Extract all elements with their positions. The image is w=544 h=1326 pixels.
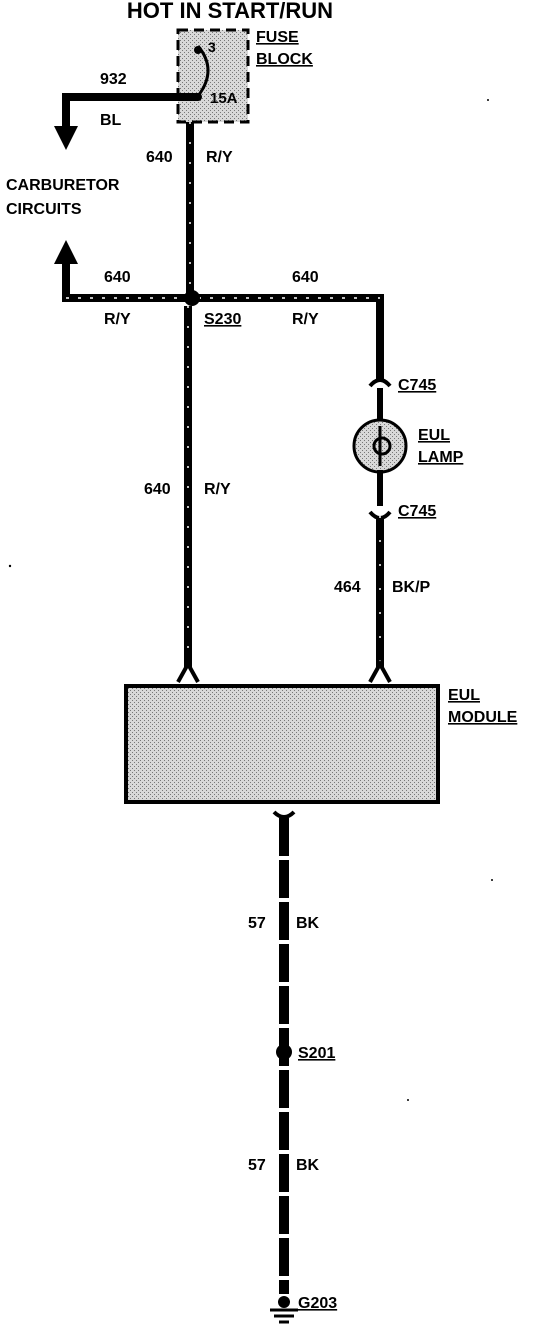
bulb-filament-icon	[372, 436, 392, 456]
connector-pin-icon	[176, 659, 200, 683]
eul-lamp	[352, 418, 408, 474]
wire-932	[54, 93, 198, 150]
wire-932-color: BL	[100, 112, 122, 129]
eul-lamp-label-line1: EUL	[418, 427, 450, 444]
eul-module-label-line1: EUL	[448, 687, 480, 704]
wire-57-upper-number: 57	[248, 915, 266, 932]
splice-s201-label: S201	[298, 1045, 335, 1062]
wire-464	[368, 516, 392, 683]
connector-c745-bottom-label: C745	[398, 503, 436, 520]
splice-s201-dot	[276, 1044, 292, 1060]
fuse-block-label-line1: FUSE	[256, 29, 299, 46]
wire-640-feed-number: 640	[146, 149, 173, 166]
wire-464-color: BK/P	[392, 579, 431, 596]
wire-57-lower-number: 57	[248, 1157, 266, 1174]
splice-s230-dot	[184, 290, 200, 306]
ground-g203-label: G203	[298, 1295, 337, 1312]
eul-lamp-label-line2: LAMP	[418, 449, 464, 466]
eul-module-label-line2: MODULE	[448, 709, 518, 726]
fuse-block: 3 15A	[176, 28, 250, 124]
eul-module-box	[124, 684, 440, 804]
wire-640-module	[176, 306, 200, 683]
fuse-block-label-line2: BLOCK	[256, 51, 313, 68]
wire-640-bus	[54, 240, 384, 380]
connector-pin-icon	[368, 659, 392, 683]
splice-s230-label: S230	[204, 311, 241, 328]
wire-932-number: 932	[100, 71, 127, 88]
ground-icon	[270, 1296, 298, 1324]
wire-57-lower-color: BK	[296, 1157, 320, 1174]
wire-640-left-color: R/Y	[104, 311, 131, 328]
arrow-up-icon	[54, 240, 78, 264]
diagram-title: HOT IN START/RUN	[127, 0, 333, 23]
fuse-rating: 15A	[210, 90, 238, 107]
connector-c745-top-label: C745	[398, 377, 436, 394]
arrow-down-icon	[54, 126, 78, 150]
carburetor-circuits-line1: CARBURETOR	[6, 177, 120, 194]
wire-640-right-number: 640	[292, 269, 319, 286]
fuse-number: 3	[208, 39, 216, 55]
wire-640-right-color: R/Y	[292, 311, 319, 328]
wire-640-module-number: 640	[144, 481, 171, 498]
carburetor-circuits-line2: CIRCUITS	[6, 201, 82, 218]
connector-pin-icon	[272, 810, 296, 819]
connector-c745-top-icon	[368, 378, 392, 388]
wire-640-left-number: 640	[104, 269, 131, 286]
wire-57-upper-color: BK	[296, 915, 320, 932]
wire-640-module-color: R/Y	[204, 481, 231, 498]
wire-640-feed-color: R/Y	[206, 149, 233, 166]
wire-464-number: 464	[334, 579, 361, 596]
